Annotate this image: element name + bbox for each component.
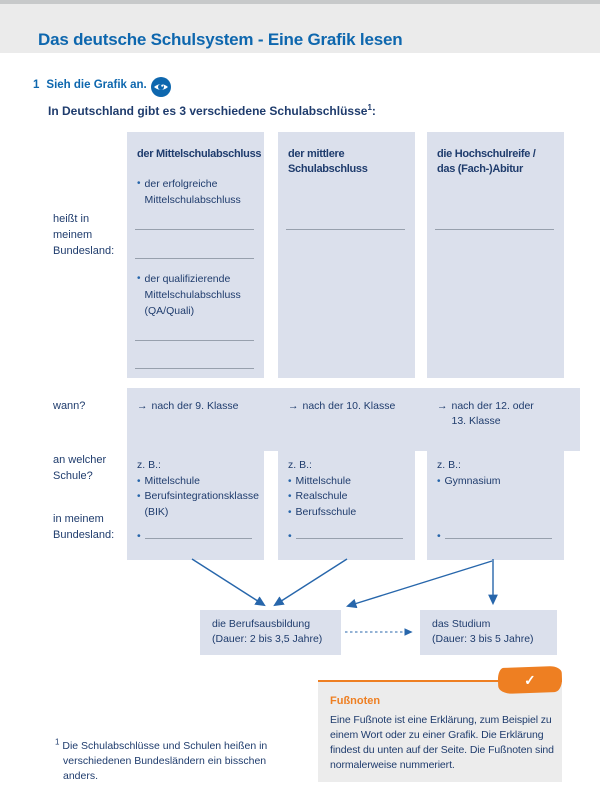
fill-in-school: • bbox=[437, 527, 552, 541]
outcome-box-berufsausbildung: die Berufsausbildung (Dauer: 2 bis 3,5 J… bbox=[200, 610, 341, 655]
school-item: • Mittelschule bbox=[288, 474, 411, 490]
abschluss-box-1-header: der Mittelschulabschluss bbox=[137, 148, 262, 160]
task-heading: 1 Sieh die Grafik an. bbox=[33, 79, 147, 91]
header-band-strip bbox=[0, 0, 600, 4]
intro-sentence: In Deutschland gibt es 3 verschiedene Sc… bbox=[48, 103, 376, 119]
bullet-icon: • bbox=[137, 273, 141, 284]
row-label-heisst: heißt in meinem Bundesland: bbox=[53, 213, 115, 257]
bullet-icon: • bbox=[137, 530, 141, 542]
bullet-icon: • bbox=[437, 530, 441, 542]
bullet-icon: • bbox=[137, 491, 141, 502]
abschluss-box-2-header: der mittlere Schulabschluss bbox=[288, 148, 368, 175]
footnote-infobox: ✓ Fußnoten Eine Fußnote ist eine Erkläru… bbox=[318, 665, 563, 782]
school-item: • Gymnasium bbox=[437, 474, 560, 490]
abschluss-box-2: der mittlere Schulabschluss bbox=[278, 132, 415, 378]
outcome-title: das Studium bbox=[432, 618, 491, 630]
bullet-icon: • bbox=[288, 475, 292, 487]
fill-in-line[interactable] bbox=[135, 229, 254, 230]
bullet-icon: • bbox=[288, 530, 292, 542]
check-icon: ✓ bbox=[523, 671, 537, 688]
arrow-right-icon: → bbox=[437, 400, 448, 412]
row-label-schule: an welcher Schule? bbox=[53, 454, 107, 482]
school-item: • Berufsschule bbox=[288, 505, 411, 521]
school-item: • Realschule bbox=[288, 489, 411, 505]
wann-box-3: → nach der 12. oder 13. Klasse bbox=[427, 388, 580, 451]
school-item: • Berufsintegrationsklasse (BIK) bbox=[137, 489, 260, 520]
outcome-title: die Berufsausbildung bbox=[212, 618, 311, 630]
zb-label: z. B.: bbox=[437, 459, 461, 471]
eye-icon bbox=[151, 77, 171, 97]
wann-box-2: → nach der 10. Klasse bbox=[278, 388, 431, 451]
bullet-icon: • bbox=[137, 475, 141, 487]
fill-in-line[interactable] bbox=[444, 538, 552, 539]
abschluss-item: • der qualifizierende Mittelschulabschlu… bbox=[137, 273, 241, 317]
bullet-icon: • bbox=[288, 491, 292, 502]
fill-in-line[interactable] bbox=[435, 229, 554, 230]
bullet-icon: • bbox=[137, 178, 141, 189]
row-label-bundesland: in meinem Bundesland: bbox=[53, 513, 115, 541]
outcome-duration: (Dauer: 3 bis 5 Jahre) bbox=[432, 633, 534, 645]
infobox-title: Fußnoten bbox=[330, 695, 381, 707]
bullet-icon: • bbox=[437, 475, 441, 487]
abschluss-box-1: der Mittelschulabschluss • der erfolgrei… bbox=[127, 132, 264, 378]
fill-in-line[interactable] bbox=[295, 538, 403, 539]
fill-in-school: • bbox=[137, 527, 252, 541]
wann-box-1: → nach der 9. Klasse bbox=[127, 388, 280, 451]
outcome-box-studium: das Studium (Dauer: 3 bis 5 Jahre) bbox=[420, 610, 557, 655]
abschluss-box-3: die Hochschulreife / das (Fach-)Abitur bbox=[427, 132, 564, 378]
page-footnote: 1 Die Schulabschlüsse und Schulen heißen… bbox=[55, 737, 301, 784]
page-footnote-ref: 1 bbox=[55, 737, 60, 747]
fill-in-line[interactable] bbox=[135, 258, 254, 259]
school-item: • Mittelschule bbox=[137, 474, 260, 490]
schule-box-1: z. B.: • Mittelschule • Berufsintegratio… bbox=[127, 447, 264, 560]
header-band bbox=[0, 0, 600, 53]
arrow-right-icon: → bbox=[137, 400, 148, 412]
abschluss-item: • der erfolgreiche Mittelschulabschluss bbox=[137, 178, 241, 206]
fill-in-line[interactable] bbox=[135, 368, 254, 369]
task-number: 1 bbox=[33, 79, 40, 91]
check-badge: ✓ bbox=[497, 665, 563, 695]
fill-in-line[interactable] bbox=[286, 229, 405, 230]
abschluss-box-3-header: die Hochschulreife / das (Fach-)Abitur bbox=[437, 148, 536, 175]
schule-box-2: z. B.: • Mittelschule • Realschule • Ber… bbox=[278, 447, 415, 560]
outcome-duration: (Dauer: 2 bis 3,5 Jahre) bbox=[212, 633, 323, 645]
page-title: Das deutsche Schulsystem - Eine Grafik l… bbox=[38, 30, 403, 49]
arrow-right-icon: → bbox=[288, 400, 299, 412]
row-label-wann: wann? bbox=[53, 400, 86, 412]
intro-colon: : bbox=[371, 104, 376, 118]
intro-text: In Deutschland gibt es 3 verschiedene Sc… bbox=[48, 104, 368, 118]
footnote-ref: 1 bbox=[367, 103, 372, 112]
schule-box-3: z. B.: • Gymnasium • bbox=[427, 447, 564, 560]
page-footnote-text: Die Schulabschlüsse und Schulen heißen i… bbox=[62, 740, 268, 782]
task-label: Sieh die Grafik an. bbox=[46, 79, 147, 91]
zb-label: z. B.: bbox=[288, 459, 312, 471]
fill-in-line[interactable] bbox=[144, 538, 252, 539]
fill-in-line[interactable] bbox=[135, 340, 254, 341]
zb-label: z. B.: bbox=[137, 459, 161, 471]
fill-in-school: • bbox=[288, 527, 403, 541]
infobox-body: Eine Fußnote ist eine Erklärung, zum Bei… bbox=[330, 714, 554, 771]
bullet-icon: • bbox=[288, 506, 292, 518]
